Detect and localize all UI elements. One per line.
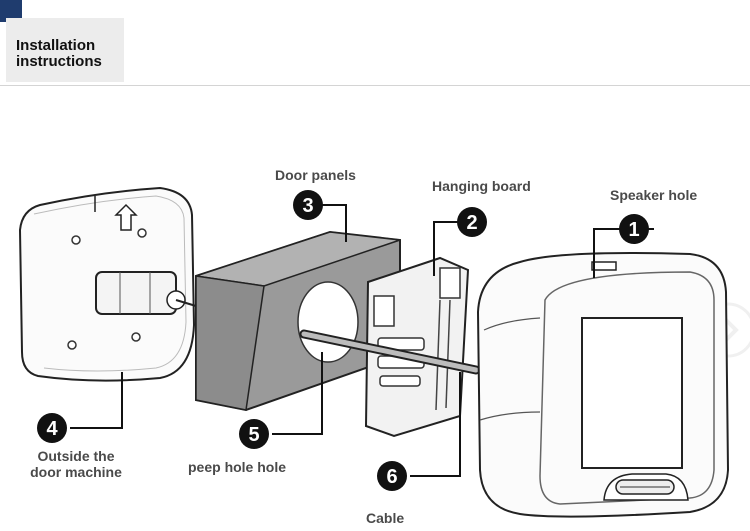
title-line-2: instructions <box>16 53 102 70</box>
label-hanging-board: Hanging board <box>432 178 531 194</box>
callout-5-badge: 5 <box>239 419 269 449</box>
callout-3-number: 3 <box>302 195 313 217</box>
label-outside-door-machine-1: Outside the <box>37 448 115 464</box>
door-panel-block <box>195 230 401 412</box>
hanging-board <box>364 256 470 438</box>
callout-5-number: 5 <box>248 424 259 446</box>
outside-door-unit <box>18 186 197 382</box>
indoor-monitor <box>476 252 730 518</box>
callout-2-badge: 2 <box>457 207 487 237</box>
title-line-1: Installation <box>16 37 96 54</box>
leader-lines <box>70 204 654 477</box>
callout-6-badge: 6 <box>377 461 407 491</box>
title-box: Installation instructions <box>6 18 124 82</box>
callout-1-number: 1 <box>628 219 639 241</box>
label-outside-door-machine-2: door machine <box>30 464 122 480</box>
header-accent-square <box>0 0 22 22</box>
label-peep-hole: peep hole hole <box>188 459 287 475</box>
label-speaker-hole: Speaker hole <box>610 187 698 203</box>
callout-3-badge: 3 <box>293 190 323 220</box>
label-cable: Cable <box>366 510 405 526</box>
callout-4-badge: 4 <box>37 413 67 443</box>
label-door-panels: Door panels <box>275 167 356 183</box>
callout-1-badge: 1 <box>619 214 649 244</box>
callout-2-number: 2 <box>466 212 477 234</box>
cable <box>299 329 481 375</box>
callout-6-number: 6 <box>386 466 397 488</box>
header-divider <box>0 85 750 86</box>
callout-4-number: 4 <box>46 418 58 440</box>
